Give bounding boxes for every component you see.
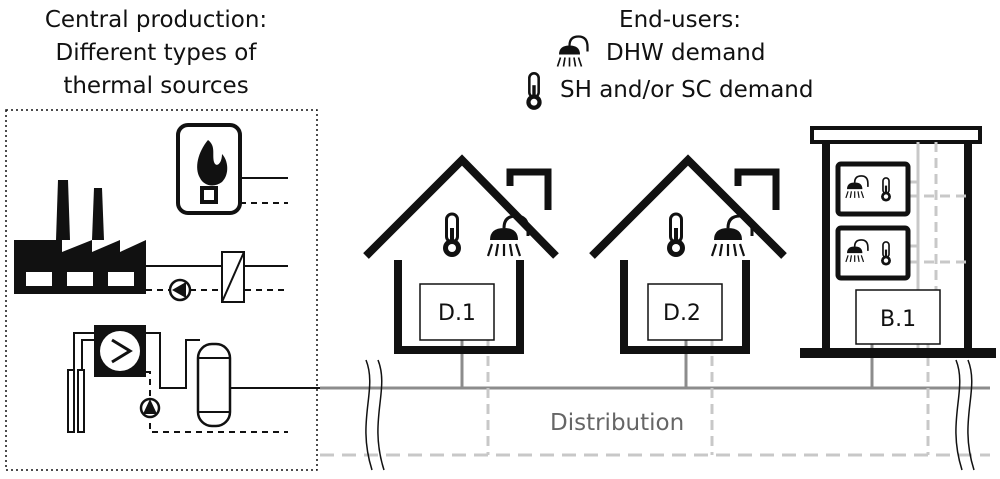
substation-d2 (647, 283, 723, 341)
substation-b1 (855, 289, 941, 345)
legend-thermometer-icon (525, 72, 543, 112)
apartment-block: B.1 (800, 126, 996, 358)
house-2: D.2 (589, 154, 787, 354)
heat-exchanger-icon (221, 251, 245, 303)
production-title-line-1: Central production: (44, 7, 268, 33)
production-box (5, 109, 318, 471)
legend-dhw-label: DHW demand (606, 40, 766, 66)
house-1: D.1 (363, 154, 559, 354)
distribution-label: Distribution (550, 410, 684, 436)
thermometer-icon (441, 212, 463, 259)
thermometer-icon (880, 177, 892, 203)
distribution-pipes (320, 340, 990, 471)
thermometer-icon (880, 241, 892, 267)
production-title: Central production: Different types of t… (22, 4, 290, 103)
production-title-line-3: thermal sources (63, 73, 249, 99)
pump-icon (139, 397, 161, 419)
factory-icon (14, 180, 146, 294)
boiler-icon (176, 123, 288, 215)
substation-d1 (419, 283, 495, 341)
pump-icon (168, 278, 192, 302)
end-users-title: End-users: (619, 7, 741, 33)
production-title-line-2: Different types of (55, 40, 257, 66)
legend-sh-label: SH and/or SC demand (560, 77, 814, 103)
thermometer-icon (665, 212, 687, 259)
legend-shower-icon (556, 35, 589, 68)
heat-pump-icon (67, 325, 146, 433)
building-label-d2: D.2 (663, 301, 701, 326)
storage-tank-icon (196, 342, 232, 428)
apartment-unit (835, 161, 911, 217)
building-label-b1: B.1 (880, 307, 916, 332)
building-label-d1: D.1 (438, 301, 476, 326)
apartment-unit (835, 225, 911, 281)
